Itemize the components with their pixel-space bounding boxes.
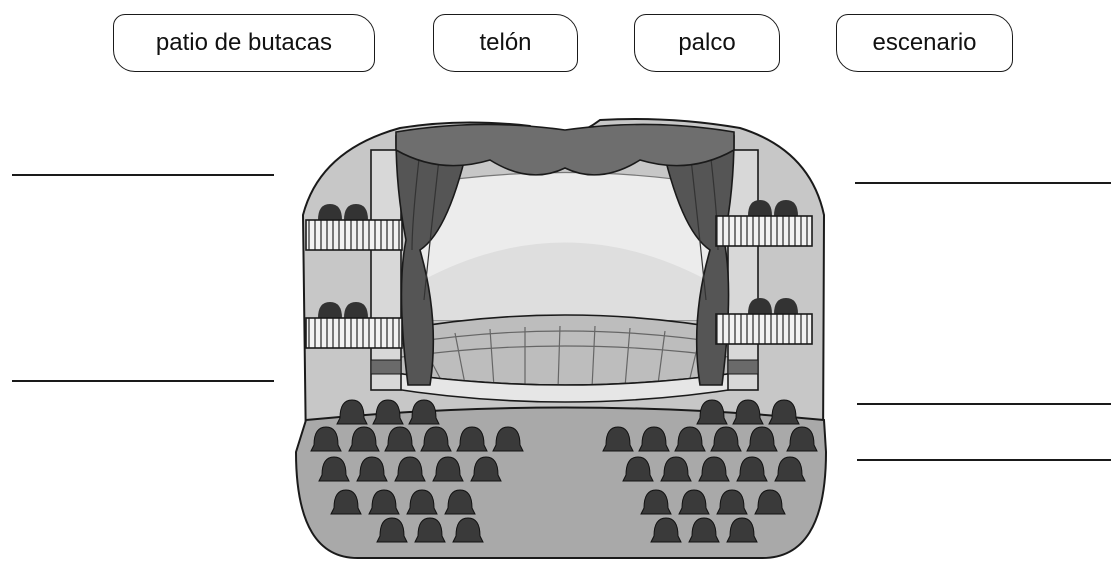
- stage-floor: [388, 315, 742, 402]
- column-left: [371, 150, 401, 390]
